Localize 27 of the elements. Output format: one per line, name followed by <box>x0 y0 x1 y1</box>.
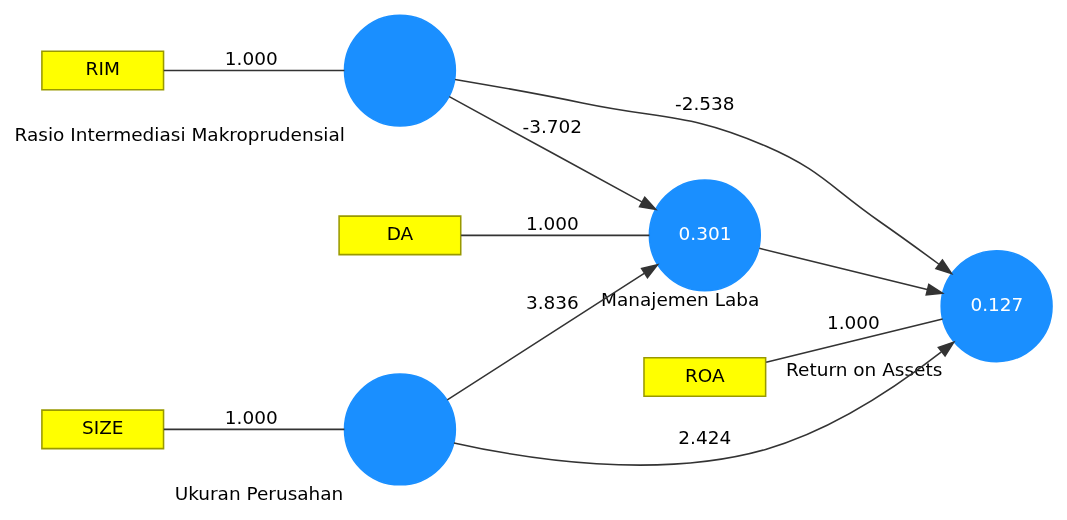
arrow <box>448 95 658 211</box>
connector <box>163 69 346 72</box>
edge-label: 1.000 <box>224 48 278 70</box>
arrow <box>758 247 945 296</box>
node-label: Ukuran Perusahan <box>174 482 344 504</box>
arrow <box>446 263 660 401</box>
arrow <box>454 78 954 275</box>
arrow <box>453 340 956 466</box>
connector <box>163 428 346 431</box>
connector <box>765 318 944 364</box>
edge-label: 1.000 <box>224 407 278 429</box>
node-circle <box>343 14 457 127</box>
edge-label: 1.000 <box>525 213 579 235</box>
node-circle <box>343 373 457 486</box>
edge-label: -2.538 <box>675 93 735 115</box>
node-box: DA <box>338 215 462 256</box>
connector <box>460 234 651 237</box>
edge-label: 3.836 <box>525 291 579 313</box>
node-box: ROA <box>643 357 767 398</box>
node-box: SIZE <box>41 409 165 450</box>
edge-label: 1.000 <box>826 311 880 333</box>
node-circle: 0.127 <box>940 250 1053 363</box>
node-box: RIM <box>41 50 165 91</box>
node-circle: 0.301 <box>648 179 761 292</box>
node-label: Rasio Intermediasi Makroprudensial <box>14 123 345 145</box>
edge-label: 2.424 <box>678 427 732 449</box>
edge-label: -3.702 <box>522 116 583 138</box>
